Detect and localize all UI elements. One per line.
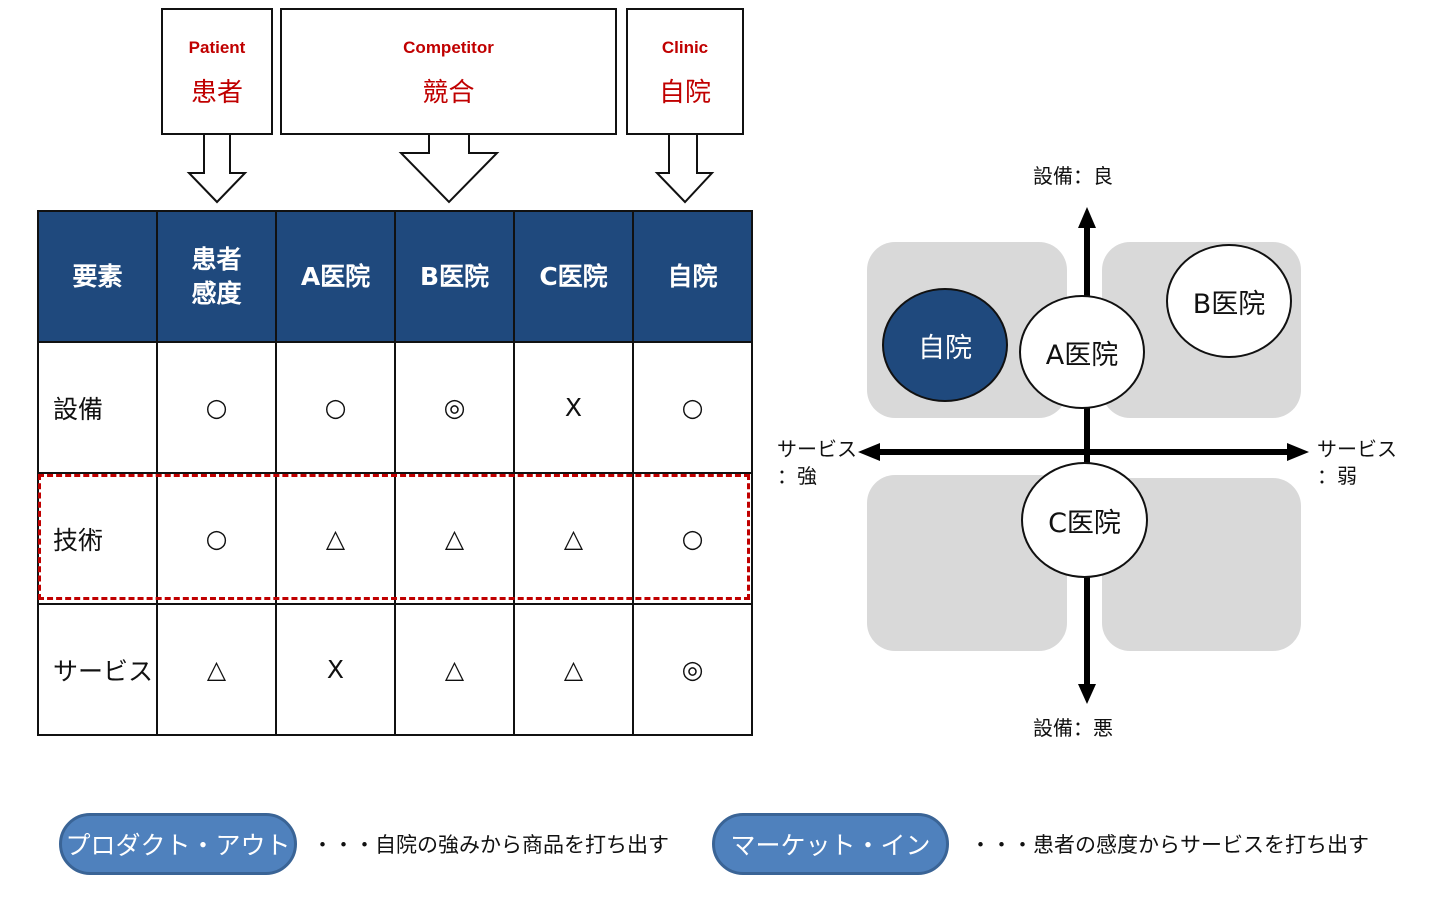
rating-cell: △ — [513, 603, 634, 736]
callout-patient-en: Patient — [188, 38, 246, 57]
axis-label-right: サービス ：弱 — [1317, 437, 1397, 488]
axis-label-bottom: 設備：悪 — [1033, 716, 1113, 740]
row-label: 設備 — [37, 341, 158, 474]
table-header-row: 要素 患者 感度 A医院 B医院 C医院 自院 — [37, 210, 753, 343]
header-element: 要素 — [37, 210, 158, 343]
arrow-right-icon — [1287, 443, 1309, 461]
callout-patient: Patient 患者 — [161, 8, 273, 135]
rating-cell: ◎ — [632, 603, 753, 736]
header-patient-sense: 患者 感度 — [156, 210, 277, 343]
clinic-bubble-b: B医院 — [1166, 244, 1292, 358]
rating-cell: △ — [156, 603, 277, 736]
rating-cell: △ — [394, 472, 515, 605]
callout-competitor-jp: 競合 — [422, 78, 475, 108]
product-out-badge: プロダクト・アウト — [59, 813, 297, 875]
table-row: 設備 ○ ○ ◎ X ○ — [37, 341, 753, 474]
arrow-up-icon — [1078, 207, 1096, 228]
rating-cell: ○ — [632, 341, 753, 474]
rating-cell: △ — [394, 603, 515, 736]
arrow-down-icon — [186, 133, 248, 204]
rating-cell: △ — [513, 472, 634, 605]
clinic-bubble-c: C医院 — [1021, 462, 1148, 578]
header-clinic-b: B医院 — [394, 210, 515, 343]
arrow-down-icon — [1078, 684, 1096, 704]
callout-clinic-en: Clinic — [661, 38, 709, 57]
header-clinic-a: A医院 — [275, 210, 396, 343]
market-in-description: ・・・患者の感度からサービスを打ち出す — [970, 833, 1369, 857]
market-in-badge: マーケット・イン — [712, 813, 949, 875]
callout-competitor-en: Competitor — [403, 38, 494, 57]
rating-cell: ○ — [156, 341, 277, 474]
rating-cell: ◎ — [394, 341, 515, 474]
rating-cell: ○ — [275, 341, 396, 474]
arrow-left-icon — [858, 443, 880, 461]
comparison-table: 要素 患者 感度 A医院 B医院 C医院 自院 設備 ○ ○ ◎ X ○ 技術 … — [37, 210, 753, 736]
header-own-clinic: 自院 — [632, 210, 753, 343]
row-label: サービス — [37, 603, 158, 736]
rating-cell: X — [513, 341, 634, 474]
header-clinic-c: C医院 — [513, 210, 634, 343]
arrow-down-icon — [398, 133, 500, 204]
axis-label-left: サービス ：強 — [777, 437, 857, 488]
callout-clinic-jp: 自院 — [658, 78, 711, 108]
callout-patient-jp: 患者 — [190, 78, 243, 108]
row-label: 技術 — [37, 472, 158, 605]
arrow-down-icon — [654, 133, 715, 204]
product-out-description: ・・・自院の強みから商品を打ち出す — [312, 833, 669, 857]
axis-label-top: 設備：良 — [1033, 164, 1113, 188]
clinic-bubble-a: A医院 — [1019, 295, 1145, 409]
rating-cell: ○ — [632, 472, 753, 605]
clinic-bubble-own: 自院 — [882, 288, 1008, 402]
rating-cell: ○ — [156, 472, 277, 605]
rating-cell: X — [275, 603, 396, 736]
table-row: 技術 ○ △ △ △ ○ — [37, 472, 753, 605]
callout-arrows — [186, 133, 715, 204]
table-row: サービス △ X △ △ ◎ — [37, 603, 753, 736]
